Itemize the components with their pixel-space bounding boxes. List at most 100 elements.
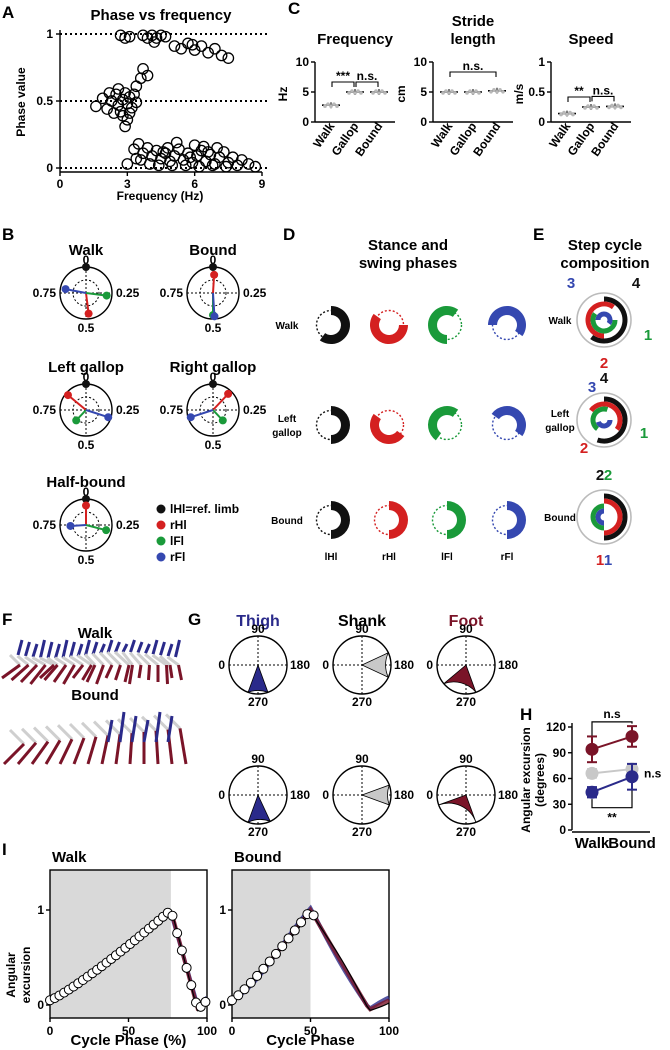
x-label: Cycle Phase <box>266 1032 354 1049</box>
scatter-point <box>186 38 199 51</box>
trace-marker <box>176 945 187 956</box>
angle-label-0: 0 <box>322 658 329 672</box>
stance-arc <box>590 406 609 431</box>
stick-foot <box>177 664 183 681</box>
angle-label-90: 90 <box>251 622 265 636</box>
ref-limb-dot <box>209 263 217 271</box>
stick-shank <box>80 721 98 738</box>
row-label: Left <box>551 409 570 420</box>
stick-shank <box>106 651 122 667</box>
legend-label: rFl <box>170 550 185 564</box>
segment-header: Foot <box>449 613 484 630</box>
trace-marker <box>277 941 288 952</box>
stick-shank <box>166 655 180 667</box>
stick-thigh <box>136 641 144 654</box>
data-point <box>592 104 596 108</box>
data-point <box>607 105 611 110</box>
panel-a-xlabel: Frequency (Hz) <box>117 189 204 203</box>
scatter-point <box>103 87 116 99</box>
trace-marker <box>289 925 300 936</box>
data-point <box>468 89 472 93</box>
scatter-point <box>166 159 179 172</box>
scatter-point <box>184 151 197 164</box>
x-tick-label: 50 <box>304 1024 318 1038</box>
stance-arc <box>595 508 605 526</box>
limb-order-number: 1 <box>644 327 652 344</box>
stick-shank <box>31 656 47 667</box>
scatter-point <box>195 40 208 52</box>
mean-point <box>625 770 639 784</box>
scatter-point <box>249 160 262 173</box>
scatter-point <box>217 146 230 158</box>
significance-label: ** <box>574 84 584 98</box>
panel-letter-d: D <box>283 225 295 244</box>
chart-title: length <box>451 31 496 48</box>
scatter-point <box>159 30 172 43</box>
stick-foot <box>81 664 93 681</box>
data-point <box>619 105 623 110</box>
y-tick-label: 10 <box>296 55 310 69</box>
stick-shank <box>121 651 134 666</box>
stick-foot <box>72 737 86 765</box>
scatter-point <box>193 160 206 173</box>
scatter-point <box>168 40 181 52</box>
data-point <box>329 104 333 108</box>
row-label: Bound <box>544 513 576 524</box>
angle-label-270: 270 <box>248 695 268 709</box>
scatter-point <box>119 120 131 133</box>
data-point <box>559 112 563 117</box>
stick-foot <box>137 664 143 679</box>
scatter-point <box>175 42 188 55</box>
data-point <box>613 105 617 110</box>
trace-marker <box>252 970 263 981</box>
stick-shank <box>32 726 50 743</box>
stance-arc <box>596 396 628 444</box>
trace-marker <box>296 917 307 928</box>
stance-arc <box>488 306 526 337</box>
row-label: Walk <box>549 316 572 327</box>
stick-foot <box>178 728 188 765</box>
panel-a-ylabel: Phase value <box>14 67 28 137</box>
stick-shank <box>159 655 171 667</box>
walk-stick-figure <box>1 639 183 685</box>
polar-label-025: 0.25 <box>116 403 140 417</box>
phase-dot <box>210 270 219 279</box>
scatter-point <box>152 159 165 172</box>
stance-arc <box>319 306 350 344</box>
panel-e-title-1: Step cycle <box>568 237 642 254</box>
stance-shade <box>50 870 171 1018</box>
x-tick-label: 100 <box>197 1024 217 1038</box>
polar-label-075: 0.75 <box>160 286 184 300</box>
phase-dot <box>61 285 70 294</box>
stick-shank <box>69 655 84 667</box>
polar-label-05: 0.5 <box>205 321 222 335</box>
data-point <box>589 106 593 110</box>
polar-label-075: 0.75 <box>33 286 57 300</box>
scatter-point <box>188 44 201 56</box>
polar-label-0: 0 <box>83 485 90 499</box>
limb-label: rFl <box>501 552 514 563</box>
trace-marker <box>167 910 178 921</box>
panel-d-title-1: Stance and <box>368 237 448 254</box>
excursion-sector <box>443 664 477 693</box>
phase-dot <box>63 391 72 400</box>
trace-title: Walk <box>52 849 87 866</box>
scatter-point <box>123 30 136 43</box>
polar-label-075: 0.75 <box>160 403 184 417</box>
stick-shank <box>128 716 146 734</box>
stick-shank <box>128 651 143 666</box>
y-tick-label: 0 <box>559 823 566 837</box>
stance-arc <box>590 503 605 531</box>
scatter-point <box>134 154 147 166</box>
trace-title: Bound <box>234 849 281 866</box>
category-label: Bound <box>608 835 655 852</box>
stance-arc <box>427 406 459 441</box>
sig-label-top: n.s <box>603 707 621 721</box>
y-tick-label: 1 <box>46 27 53 41</box>
